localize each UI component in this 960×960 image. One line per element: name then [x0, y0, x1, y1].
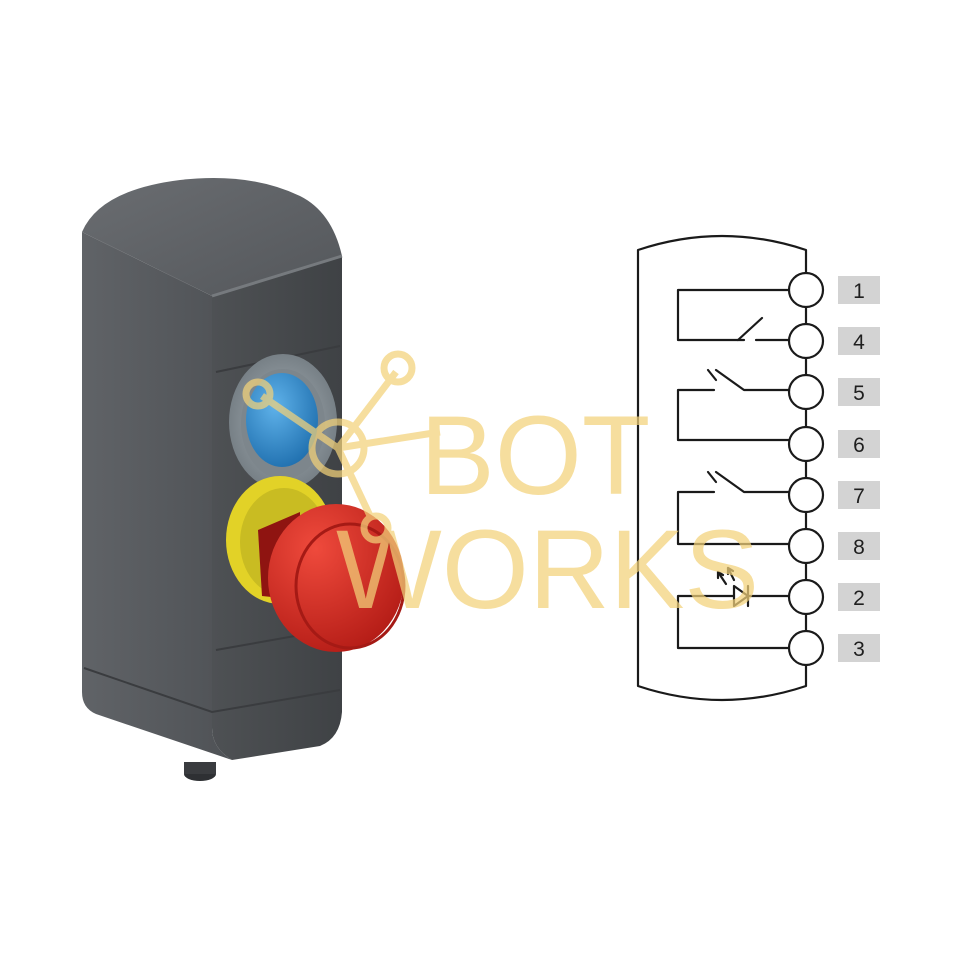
cable-connector-body	[184, 762, 216, 774]
terminal-8-circle	[787, 527, 825, 565]
terminal-2-label-box	[838, 583, 880, 611]
base-seam	[83, 667, 341, 714]
enclosure-edge	[211, 254, 343, 298]
terminal-6-label: 6	[853, 434, 865, 457]
terminal-2-circle	[787, 578, 825, 616]
terminal-7-label: 7	[853, 485, 865, 508]
terminal-5-circle	[787, 373, 825, 411]
terminal-1-label: 1	[853, 280, 865, 303]
terminal-6-label-box	[838, 430, 880, 458]
terminal-4-label-box	[838, 327, 880, 355]
terminal-7-circle	[787, 476, 825, 514]
terminal-3-label-box	[838, 634, 880, 662]
blue-button-cap	[246, 373, 318, 467]
watermark-logo-network	[242, 350, 441, 544]
watermark-line2: WORKS	[336, 507, 759, 632]
contact-nc-7-8	[676, 470, 802, 546]
terminal-8-label: 8	[853, 536, 865, 559]
contact-no-1-4	[676, 288, 802, 342]
enclosure-top	[82, 178, 342, 296]
terminal-5-label: 5	[853, 382, 865, 405]
enclosure-front	[82, 232, 232, 760]
terminal-block: 1 4 5 6 7 8 2 3	[787, 271, 880, 667]
terminal-4-label: 4	[853, 331, 865, 354]
terminal-6-circle	[787, 425, 825, 463]
terminal-7-label-box	[838, 481, 880, 509]
watermark: BOT WORKS	[242, 350, 759, 632]
watermark-line1: BOT	[420, 393, 650, 518]
terminal-8-label-box	[838, 532, 880, 560]
terminal-3-label: 3	[853, 638, 865, 661]
contact-nc-5-6	[676, 368, 802, 442]
terminal-5-label-box	[838, 378, 880, 406]
terminal-1-label-box	[838, 276, 880, 304]
terminal-1-circle	[787, 271, 825, 309]
terminal-2-label: 2	[853, 587, 865, 610]
led-2-3	[676, 566, 802, 650]
diagram-outline	[636, 234, 808, 702]
terminal-4-circle	[787, 322, 825, 360]
estop-mushroom-rim	[294, 522, 406, 650]
terminal-3-circle	[787, 629, 825, 667]
